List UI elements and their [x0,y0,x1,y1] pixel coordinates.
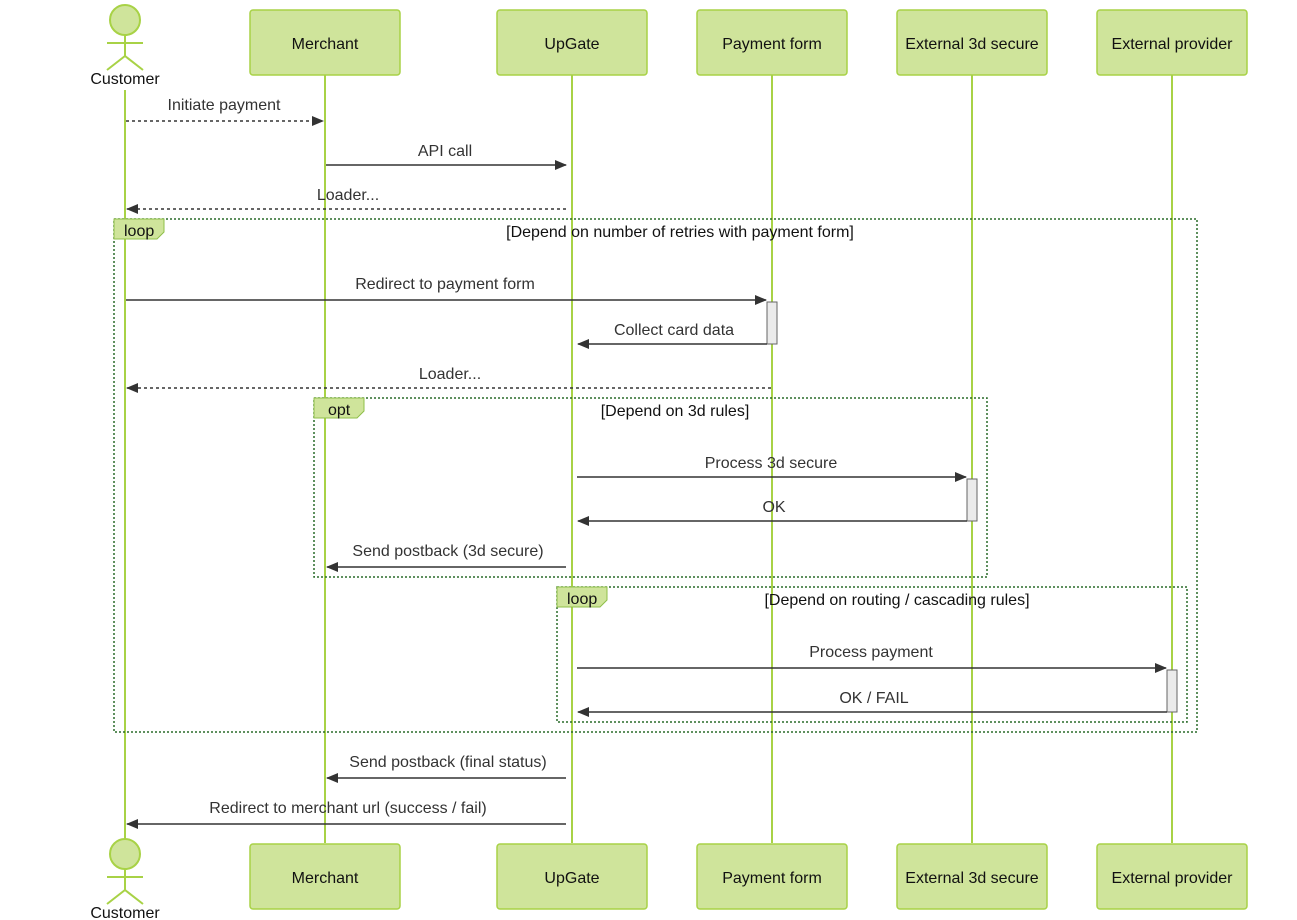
activation-payment-form [766,301,778,345]
participant-upgate: UpGate [496,9,648,76]
message-api-call: API call [326,143,567,170]
message-label: Send postback (3d secure) [352,543,543,560]
lifelines [124,75,1173,843]
participant-box [1096,9,1248,76]
actor-legs [106,54,144,71]
participant-label: Customer [90,71,160,88]
participant-label: External provider [1112,870,1234,887]
actor-head [109,838,141,870]
message-label: Process 3d secure [705,455,838,472]
fragment-loop-routing: loop [Depend on routing / cascading rule… [556,586,1188,723]
participant-box [696,843,848,910]
fragment-condition: [Depend on routing / cascading rules] [764,592,1029,609]
message-send-postback-final: Send postback (final status) [326,754,566,783]
fragment-condition: [Depend on 3d rules] [601,403,750,420]
participant-box [696,9,848,76]
message-loader-1: Loader... [126,187,566,214]
participant-box [249,9,401,76]
participant-payment-form: Payment form [696,9,848,76]
message-label: Initiate payment [168,97,282,114]
participant-label: Merchant [292,870,359,887]
message-send-postback-3d: Send postback (3d secure) [326,543,566,572]
participant-external-provider-bottom: External provider [1096,843,1248,910]
message-label: Collect card data [614,322,734,339]
message-initiate-payment: Initiate payment [126,97,324,126]
fragment-tab [556,586,608,608]
participants-bottom: Customer Merchant UpGate Payment form Ex… [90,838,1248,920]
activation-external-3d-secure [966,478,978,522]
message-label: Process payment [809,644,933,661]
activation-external-provider [1166,669,1178,713]
participant-label: UpGate [544,870,599,887]
message-collect-card-data: Collect card data [577,322,767,349]
message-label: API call [418,143,472,160]
message-label: Redirect to merchant url (success / fail… [209,800,486,817]
fragment-opt-3d: opt [Depend on 3d rules] [313,397,988,578]
participant-box [896,9,1048,76]
participant-box [896,843,1048,910]
message-label: Loader... [317,187,379,204]
fragment-frame [113,218,1198,733]
messages: Initiate payment API call Loader... Redi… [126,97,1167,829]
participant-external-provider: External provider [1096,9,1248,76]
actor-head [109,4,141,36]
participant-label: Merchant [292,36,359,53]
participant-box [249,843,401,910]
fragment-keyword: opt [328,402,351,419]
message-label: Loader... [419,366,481,383]
participant-label: Payment form [722,36,822,53]
message-label: Send postback (final status) [349,754,546,771]
fragment-condition: [Depend on number of retries with paymen… [506,224,854,241]
message-redirect-to-merchant-url: Redirect to merchant url (success / fail… [126,800,566,829]
participant-merchant-bottom: Merchant [249,843,401,910]
actor-legs [106,888,144,905]
participant-external-3d-secure: External 3d secure [896,9,1048,76]
actor-customer: Customer [90,4,160,88]
message-process-3d-secure: Process 3d secure [577,455,967,482]
message-label: OK [762,499,785,516]
participant-box [496,9,648,76]
participant-box [496,843,648,910]
participant-upgate-bottom: UpGate [496,843,648,910]
participant-label: UpGate [544,36,599,53]
participant-box [1096,843,1248,910]
message-ok-fail: OK / FAIL [577,690,1167,717]
fragment-loop-retries: loop [Depend on number of retries with p… [113,218,1198,733]
message-label: OK / FAIL [839,690,908,707]
participants-top: Customer Merchant UpGate Payment form Ex… [90,4,1248,88]
participant-merchant: Merchant [249,9,401,76]
participant-payment-form-bottom: Payment form [696,843,848,910]
participant-label: External 3d secure [905,870,1039,887]
message-loader-2: Loader... [126,366,771,393]
message-redirect-to-payment-form: Redirect to payment form [126,276,767,305]
participant-label: External provider [1112,36,1234,53]
fragment-frame [556,586,1188,723]
fragment-keyword: loop [124,223,154,240]
fragment-tab [313,397,365,419]
message-process-payment: Process payment [577,644,1167,673]
participant-label: Customer [90,905,160,920]
message-label: Redirect to payment form [355,276,535,293]
participant-external-3d-secure-bottom: External 3d secure [896,843,1048,910]
fragment-tab [113,218,165,240]
participant-label: Payment form [722,870,822,887]
actor-customer-bottom: Customer [90,838,160,920]
message-ok: OK [577,499,967,526]
fragment-keyword: loop [567,591,597,608]
fragment-frame [313,397,988,578]
participant-label: External 3d secure [905,36,1039,53]
